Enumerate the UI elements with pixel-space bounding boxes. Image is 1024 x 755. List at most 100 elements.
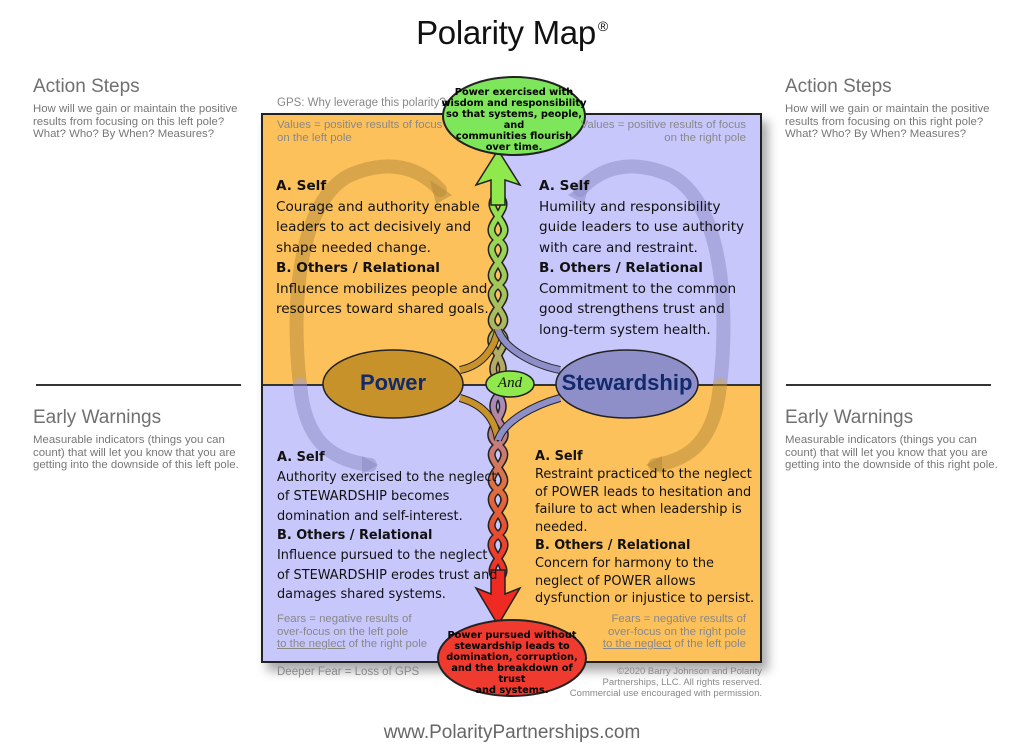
text-line: over time. (485, 142, 543, 153)
text-line: of STEWARDSHIP becomes (277, 489, 450, 505)
registered-mark: ® (597, 18, 608, 34)
lr-self-heading: A. Self (535, 449, 583, 464)
text-line: and the breakdown of trust (451, 663, 573, 685)
text-line: communities flourish (455, 131, 573, 142)
text-line: so that systems, people, and (445, 109, 582, 131)
text-line: Values = positive results of focus (580, 119, 746, 131)
text-line: leaders to act decisively and (276, 219, 472, 235)
footer-url[interactable]: www.PolarityPartnerships.com (383, 722, 641, 743)
text-line: Humility and responsibility (539, 198, 721, 215)
title-text: Polarity Map (416, 14, 596, 51)
right-action-steps-text: How will we gain or maintain the positiv… (785, 103, 1010, 141)
ul-content: A. Self Courage and authority enable lea… (276, 176, 501, 320)
left-action-steps: Action Steps How will we gain or maintai… (33, 76, 253, 141)
text-line: resources toward shared goals. (276, 301, 489, 317)
text-line: How will we gain or maintain the positiv… (33, 103, 238, 115)
text-line: Commitment to the common (539, 280, 737, 297)
text-line: What? Who? By When? Measures? (785, 128, 967, 141)
ll-caption: Fears = negative results of over-focus o… (277, 613, 467, 651)
text-line: to the neglect of the left pole (570, 638, 746, 651)
lr-others-heading: B. Others / Relational (535, 537, 691, 553)
left-early-warnings-heading: Early Warnings (33, 407, 162, 428)
caption-tail: of the left pole (671, 638, 746, 651)
neglect-emphasis: to the neglect (277, 638, 346, 651)
text-line: ©2020 Barry Johnson and Polarity (617, 666, 762, 677)
ll-self-heading: A. Self (277, 450, 325, 465)
text-line: How will we gain or maintain the positiv… (785, 103, 990, 115)
text-line: Measurable indicators (things you can (33, 434, 225, 446)
pole-left-label: Power (359, 370, 427, 395)
text-line: of POWER leads to hesitation and (535, 484, 752, 500)
text-line: domination, corruption, (446, 652, 578, 663)
left-divider (36, 384, 241, 386)
ul-others-heading: B. Others / Relational (276, 260, 440, 276)
text-line: of STEWARDSHIP erodes trust and (277, 567, 498, 583)
left-action-steps-text: How will we gain or maintain the positiv… (33, 103, 253, 141)
left-action-steps-heading: Action Steps (33, 76, 140, 97)
copyright: ©2020 Barry Johnson and Polarity Partner… (560, 666, 762, 699)
pole-right-label: Stewardship (561, 370, 693, 395)
text-line: Values = positive results of focus (277, 119, 443, 131)
text-line: Commercial use encouraged with permissio… (569, 688, 762, 699)
lr-content: A. Self Restraint practiced to the negle… (535, 448, 760, 608)
text-line: Restraint practiced to the neglect (535, 466, 752, 482)
ll-content: A. Self Authority exercised to the negle… (277, 448, 502, 605)
text-line: needed. (535, 520, 588, 536)
text-line: dysfunction or injustice to persist. (535, 591, 755, 607)
text-line: with care and restraint. (539, 239, 698, 256)
text-line: good strengthens trust and (539, 301, 725, 317)
text-line: over-focus on the left pole (277, 625, 409, 638)
text-line: wisdom and responsibility (441, 98, 587, 109)
ll-others-heading: B. Others / Relational (277, 528, 433, 544)
text-line: Power pursued without (447, 630, 577, 641)
text-line: Power exercised with (454, 87, 574, 98)
text-line: Concern for harmony to the (535, 555, 714, 571)
text-line: shape needed change. (276, 239, 431, 256)
gps-label: GPS: Why leverage this polarity? (277, 97, 446, 109)
right-divider (786, 384, 991, 386)
text-line: count) that will let you know that you a… (33, 446, 236, 459)
right-early-warnings-text: Measurable indicators (things you can co… (785, 434, 1010, 472)
text-line: over-focus on the right pole (607, 625, 746, 638)
text-line: What? Who? By When? Measures? (33, 128, 215, 141)
deeper-fear-label: Deeper Fear = Loss of GPS (277, 666, 420, 678)
text-line: on the left pole (277, 131, 352, 144)
text-line: getting into the downside of this left p… (33, 459, 239, 472)
text-line: Measurable indicators (things you can (785, 434, 977, 446)
text-line: on the right pole (664, 131, 746, 144)
ul-caption: Values = positive results of focus on th… (277, 119, 477, 144)
text-line: damages shared systems. (277, 587, 446, 603)
greater-purpose-text: Power exercised with wisdom and responsi… (440, 87, 588, 153)
caption-tail: of the right pole (345, 638, 428, 651)
deeper-fear-text: Power pursued without stewardship leads … (437, 630, 587, 696)
text-line: getting into the downside of this right … (785, 459, 998, 472)
text-line: Fears = negative results of (611, 613, 746, 625)
text-line: results from focusing on this left pole? (33, 115, 225, 128)
text-line: results from focusing on this right pole… (785, 115, 984, 128)
right-early-warnings: Early Warnings Measurable indicators (th… (785, 407, 1010, 472)
text-line: Fears = negative results of (277, 613, 412, 625)
left-early-warnings-text: Measurable indicators (things you can co… (33, 434, 253, 472)
text-line: Courage and authority enable (276, 198, 480, 215)
text-line: stewardship leads to (454, 641, 570, 652)
text-line: guide leaders to use authority (539, 219, 745, 235)
ur-caption: Values = positive results of focus on th… (560, 119, 746, 144)
text-line: to the neglect of the right pole (277, 638, 467, 651)
text-line: count) that will let you know that you a… (785, 446, 988, 459)
lr-caption: Fears = negative results of over-focus o… (570, 613, 746, 651)
left-early-warnings: Early Warnings Measurable indicators (th… (33, 407, 253, 472)
text-line: domination and self-interest. (277, 508, 463, 524)
ur-self-heading: A. Self (539, 178, 590, 194)
text-line: and systems. (475, 685, 549, 696)
text-line: Partnerships, LLC. All rights reserved. (602, 677, 762, 688)
ur-others-heading: B. Others / Relational (539, 260, 703, 276)
text-line: long-term system health. (539, 321, 711, 338)
ul-self-heading: A. Self (276, 178, 327, 194)
text-line: failure to act when leadership is (535, 502, 742, 518)
neglect-emphasis: to the neglect (602, 638, 672, 651)
text-line: neglect of POWER allows (535, 573, 696, 589)
text-line: Authority exercised to the neglect (277, 469, 497, 485)
page-title: Polarity Map® (0, 14, 1024, 52)
ur-content: A. Self Humility and responsibility guid… (539, 176, 759, 340)
text-line: Influence pursued to the neglect (277, 547, 488, 563)
